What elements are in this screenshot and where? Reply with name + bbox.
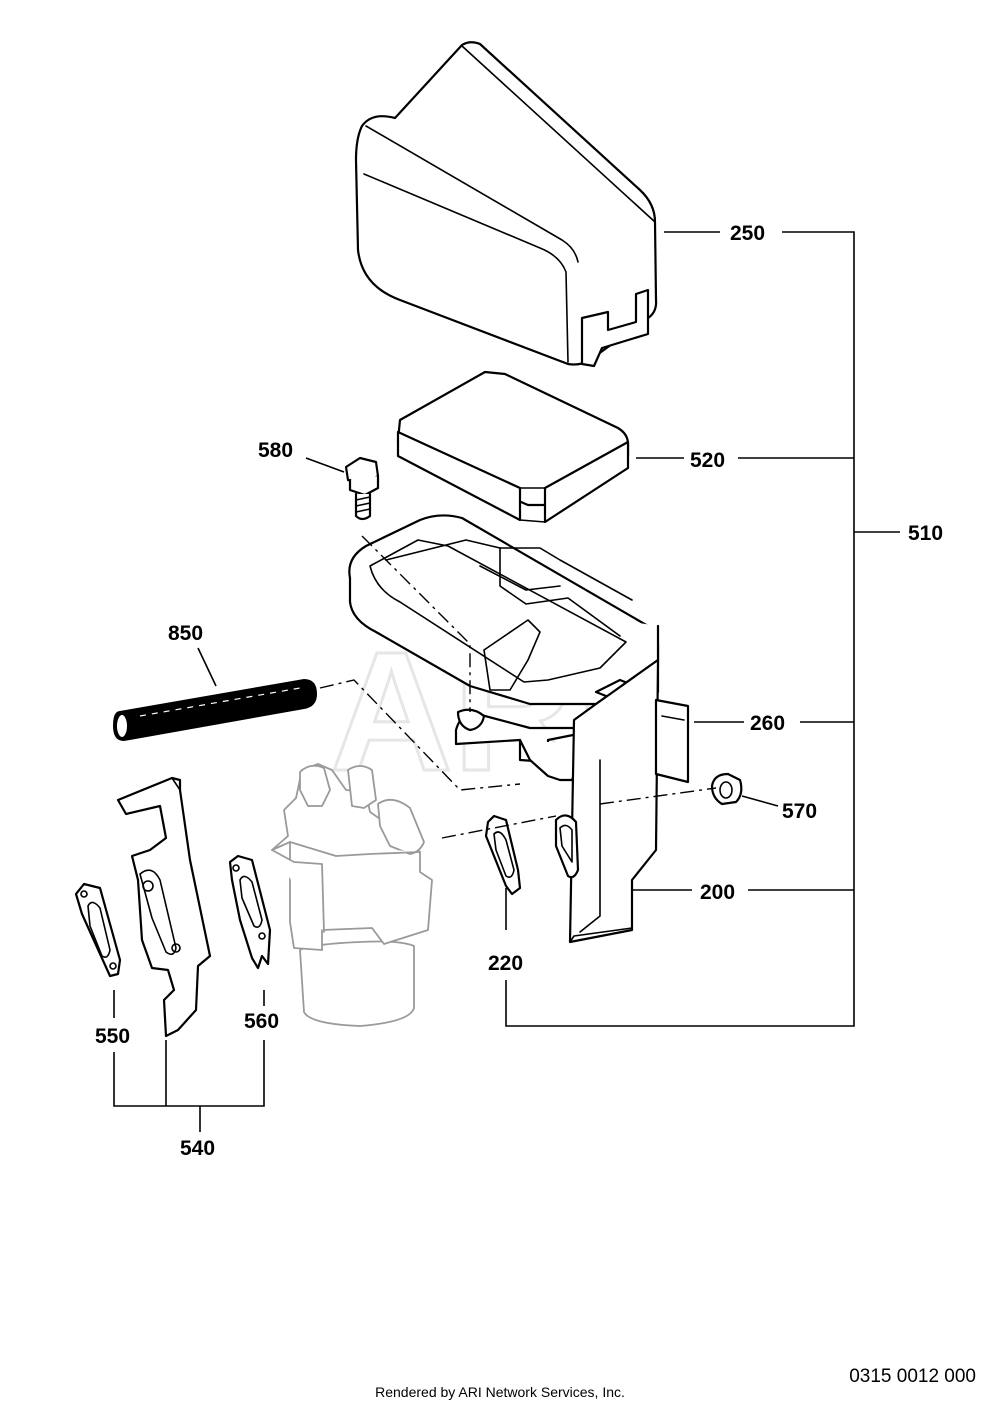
callout-260: 260 <box>750 712 785 735</box>
gasket-560 <box>228 854 272 970</box>
callout-labels: 250 520 510 580 850 260 570 200 220 550 … <box>95 222 943 1160</box>
callout-510: 510 <box>908 522 943 545</box>
air-cleaner-cover-250 <box>354 41 658 368</box>
callout-570: 570 <box>782 800 817 823</box>
callout-520: 520 <box>690 449 725 472</box>
nut-570 <box>710 772 743 806</box>
spacer-plate-260 <box>654 698 690 784</box>
bracket-200 <box>568 658 660 944</box>
breather-tube-850 <box>112 678 318 742</box>
gasket-550 <box>74 882 122 978</box>
heat-shield-bracket <box>116 776 212 1038</box>
screw-580 <box>344 456 380 521</box>
callout-220: 220 <box>488 952 523 975</box>
callout-850: 850 <box>168 622 203 645</box>
callout-540: 540 <box>180 1137 215 1160</box>
drawing-number: 0315 0012 000 <box>849 1366 976 1387</box>
callout-550: 550 <box>95 1025 130 1048</box>
rendered-by-credit: Rendered by ARI Network Services, Inc. <box>375 1384 625 1400</box>
callout-560: 560 <box>244 1010 279 1033</box>
air-filter-520 <box>396 370 630 524</box>
gasket-220 <box>484 814 580 896</box>
callout-580: 580 <box>258 439 293 462</box>
assembly-centerlines <box>319 535 717 839</box>
callout-200: 200 <box>700 881 735 904</box>
carburetor-reference <box>271 763 433 1027</box>
callout-250: 250 <box>730 222 765 245</box>
leader-lines <box>113 231 900 1132</box>
